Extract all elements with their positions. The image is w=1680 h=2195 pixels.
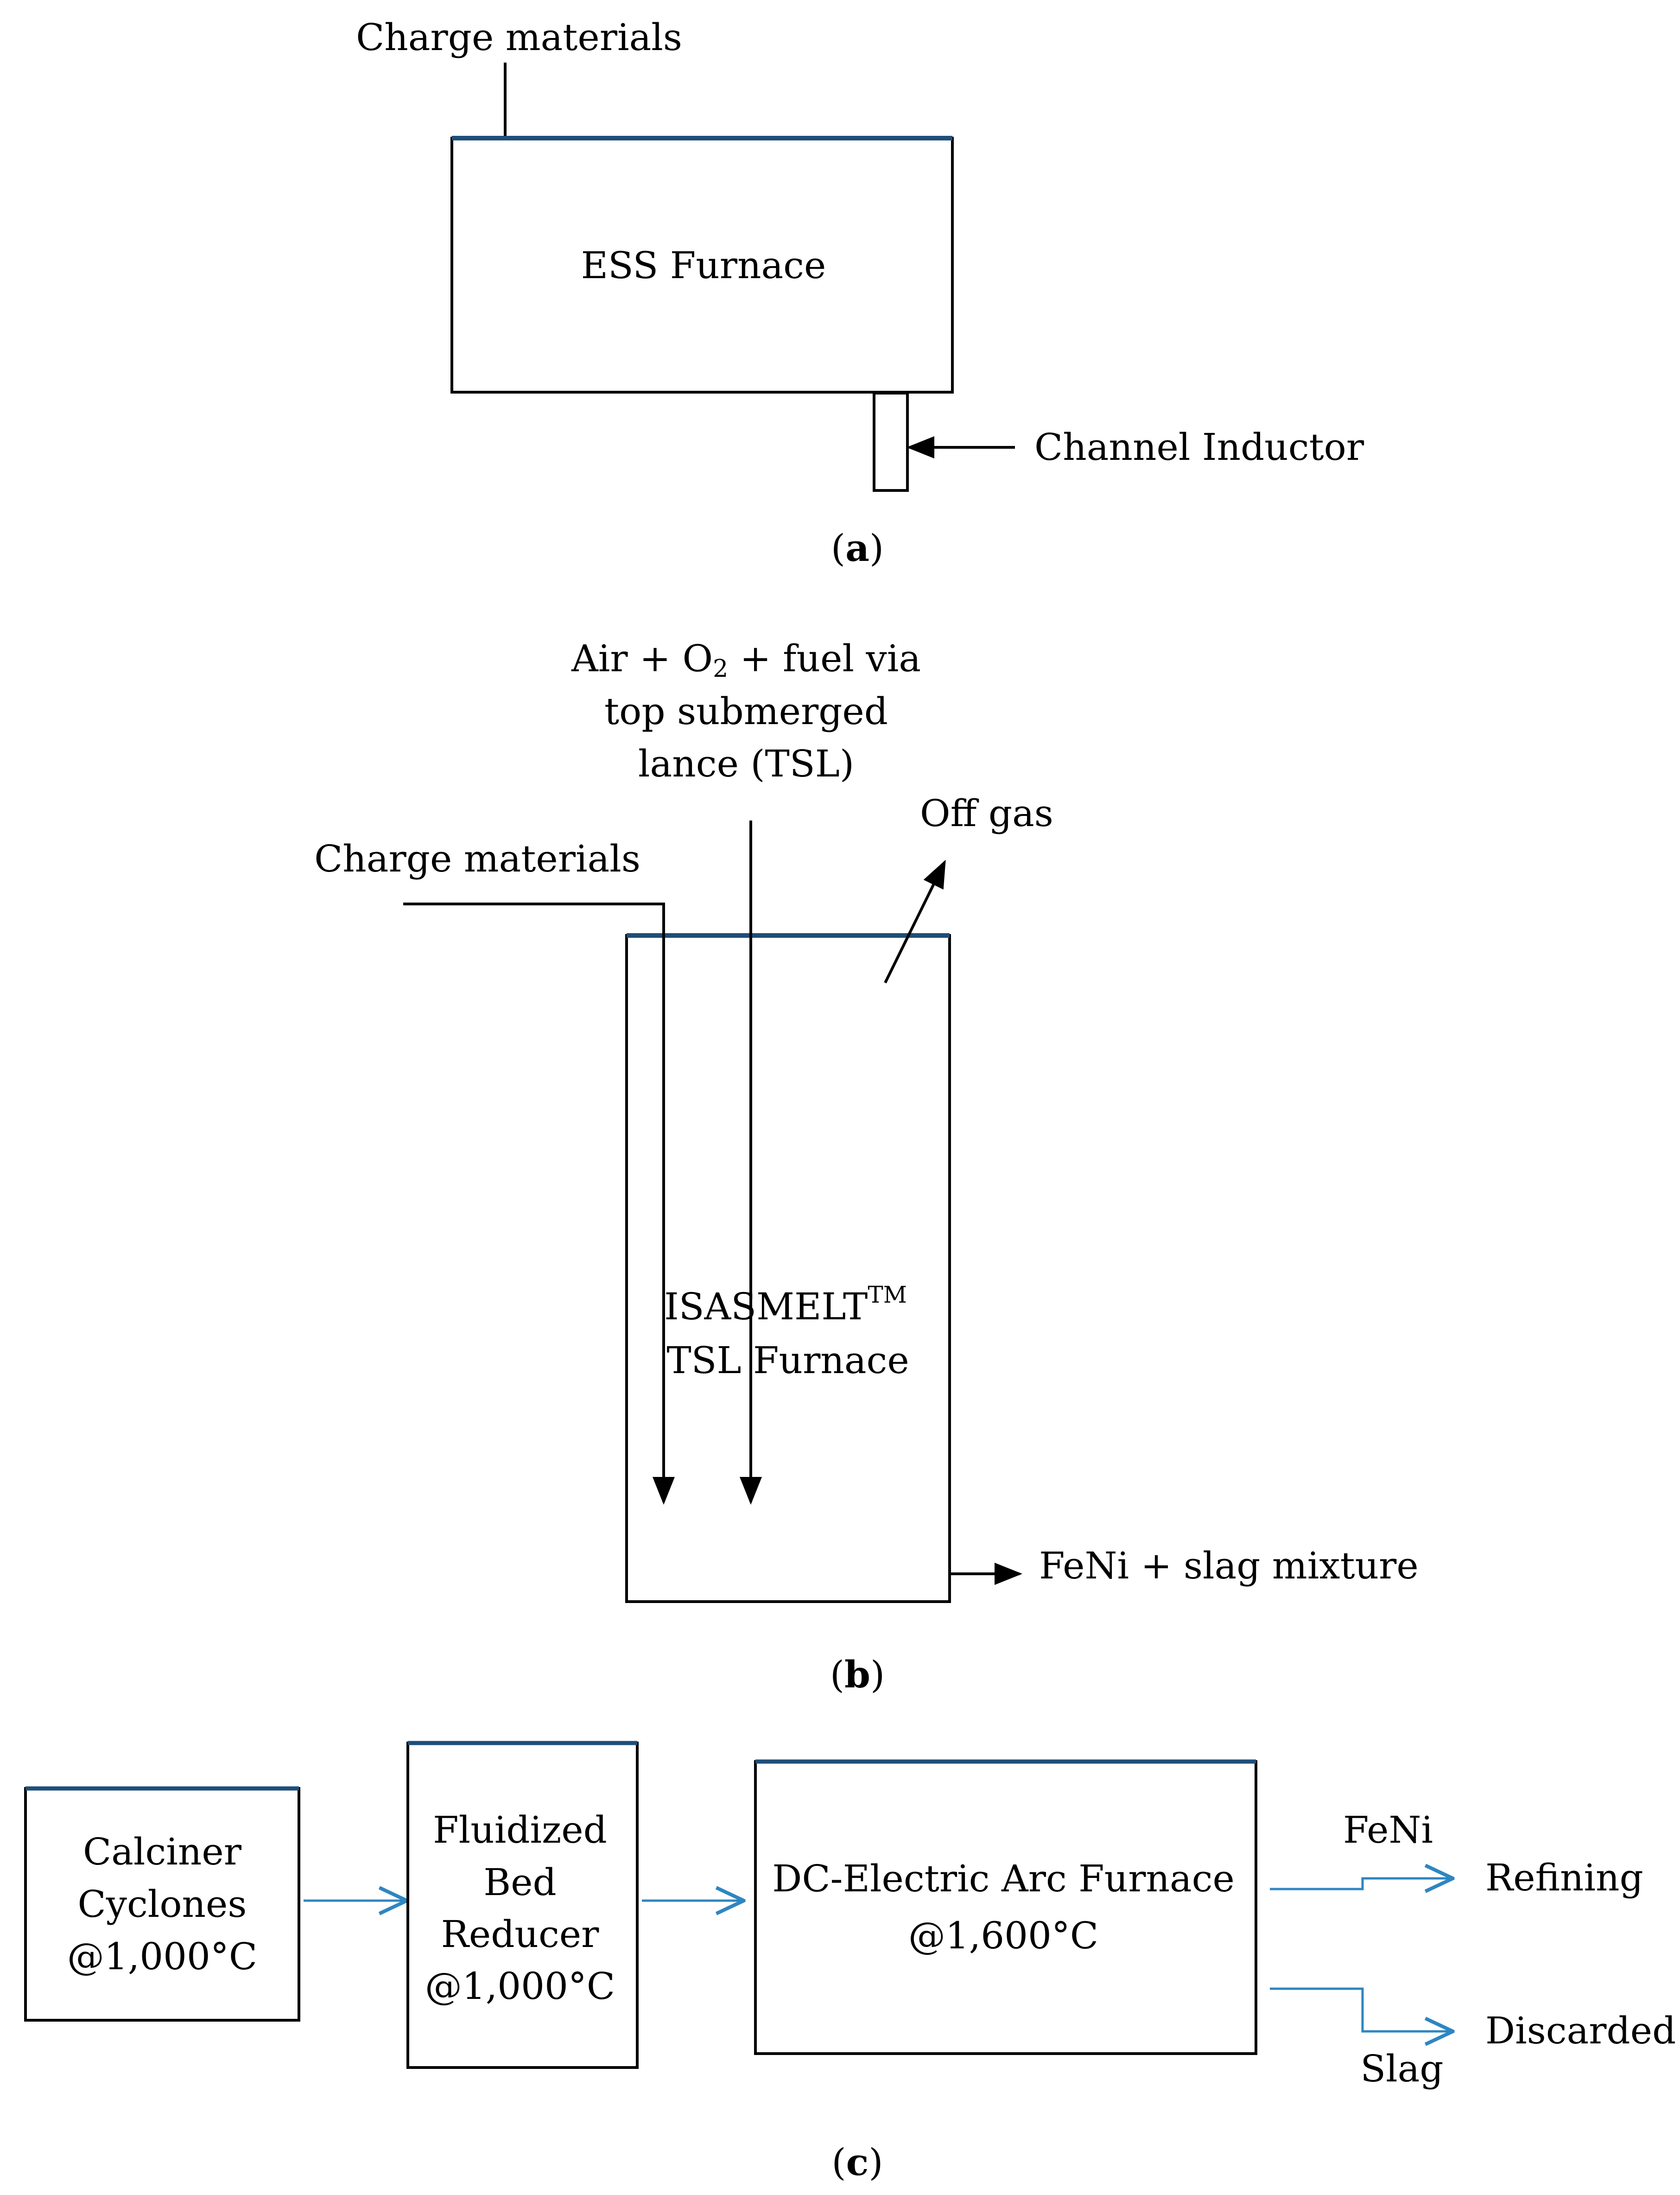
panel-b-caption: (b) bbox=[830, 1653, 885, 1696]
charge-materials-label-a: Charge materials bbox=[356, 16, 682, 59]
discarded-label: Discarded bbox=[1485, 2009, 1676, 2052]
calciner-box bbox=[24, 1787, 300, 2022]
feni-arrow bbox=[1270, 1878, 1453, 1889]
tsl-furnace-box bbox=[625, 934, 951, 1603]
panel-a-caption: (a) bbox=[831, 526, 884, 570]
panel-b: Air + O2 + fuel via top submerged lance … bbox=[314, 637, 1419, 1696]
reducer-line-1: Fluidized bbox=[433, 1808, 607, 1851]
feni-label: FeNi bbox=[1343, 1808, 1433, 1851]
eaf-line-2: @1,600°C bbox=[908, 1914, 1098, 1957]
eaf-line-1: DC-Electric Arc Furnace bbox=[772, 1857, 1235, 1900]
reducer-line-3: Reducer bbox=[441, 1913, 599, 1956]
reducer-line-2: Bed bbox=[483, 1861, 556, 1904]
calciner-line-1: Calciner bbox=[83, 1830, 242, 1873]
tsl-furnace-label: TSL Furnace bbox=[666, 1339, 909, 1382]
panel-a: Charge materials ESS Furnace Channel Ind… bbox=[356, 16, 1364, 570]
slag-arrow bbox=[1270, 1987, 1453, 2031]
feni-slag-mixture-label: FeNi + slag mixture bbox=[1039, 1544, 1419, 1587]
eaf-box bbox=[754, 1760, 1257, 2055]
off-gas-label: Off gas bbox=[920, 792, 1053, 835]
refining-label: Refining bbox=[1485, 1856, 1643, 1899]
calciner-line-3: @1,000°C bbox=[67, 1935, 257, 1978]
charge-arrow-b bbox=[403, 903, 675, 1505]
ess-furnace-label: ESS Furnace bbox=[581, 244, 826, 287]
reducer-box bbox=[406, 1742, 639, 2069]
channel-inductor-box bbox=[873, 392, 909, 492]
channel-inductor-label: Channel Inductor bbox=[1034, 426, 1364, 469]
isasmelt-label: ISASMELTTM bbox=[664, 1281, 907, 1328]
off-gas-arrow bbox=[884, 859, 946, 984]
panel-c: Calciner Cyclones @1,000°C Fluidized Bed… bbox=[24, 1741, 1676, 2184]
calciner-line-2: Cyclones bbox=[78, 1883, 247, 1926]
charge-materials-label-b: Charge materials bbox=[314, 837, 640, 880]
reducer-line-4: @1,000°C bbox=[425, 1965, 615, 2008]
ess-furnace-box bbox=[450, 137, 954, 394]
slag-label: Slag bbox=[1360, 2047, 1443, 2090]
air-o2-fuel-label: Air + O2 + fuel via bbox=[571, 637, 921, 683]
lance-tsl-label: lance (TSL) bbox=[638, 742, 854, 785]
panel-c-caption: (c) bbox=[831, 2140, 883, 2184]
top-submerged-label: top submerged bbox=[604, 690, 888, 733]
